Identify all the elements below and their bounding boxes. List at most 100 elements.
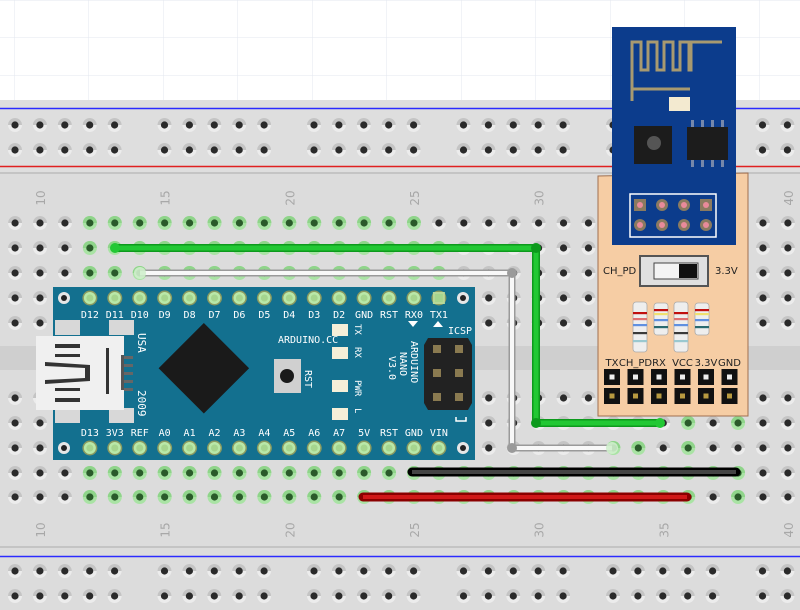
resistor [653, 302, 669, 336]
arduino-pin[interactable]: D11 [106, 290, 124, 322]
arduino-pin[interactable]: A0 [157, 428, 173, 456]
adapter-pin[interactable] [721, 369, 738, 404]
column-number: 30 [533, 190, 547, 205]
pin-label: D7 [208, 310, 220, 321]
status-led [332, 380, 348, 392]
switch-left-label: CH_PD [603, 266, 637, 277]
arduino-pin[interactable]: D3 [306, 290, 322, 322]
arduino-pin[interactable]: VIN [430, 428, 448, 456]
arduino-pin[interactable]: A4 [256, 428, 272, 456]
column-number: 20 [283, 522, 297, 537]
reset-button[interactable] [274, 359, 301, 393]
adapter-pin[interactable] [604, 369, 620, 404]
arduino-pin[interactable]: D6 [231, 290, 247, 322]
led-label: L [352, 408, 362, 413]
column-number: 15 [159, 190, 173, 205]
pin-label: RST [380, 310, 398, 321]
esp-header-pin [659, 222, 665, 228]
pin-label: D5 [258, 310, 270, 321]
arduino-pin[interactable]: D2 [331, 290, 347, 322]
arduino-pin[interactable]: D4 [281, 290, 297, 322]
arduino-pin[interactable]: A7 [331, 428, 347, 456]
adapter-pin-label: TX [605, 358, 619, 369]
arduino-pin[interactable]: TX1 [430, 290, 448, 322]
pin-label: TX1 [430, 310, 448, 321]
column-number: 10 [34, 190, 48, 205]
flash-chip [687, 127, 728, 160]
icsp-label: ICSP [448, 326, 472, 337]
column-number: 10 [34, 522, 48, 537]
column-number: 20 [283, 190, 297, 205]
arduino-pin[interactable]: A5 [281, 428, 297, 456]
arduino-pin[interactable]: RST [380, 428, 398, 456]
arduino-pin[interactable]: D5 [256, 290, 272, 322]
arduino-pin[interactable]: 5V [356, 428, 372, 456]
reset-label: RST [302, 370, 313, 388]
green-wire[interactable] [110, 243, 665, 428]
esp-header-pin [703, 202, 709, 208]
pin-label: A0 [159, 428, 171, 439]
pin-label: D2 [333, 310, 345, 321]
pin-label: D4 [283, 310, 295, 321]
arduino-pin[interactable]: D10 [131, 290, 149, 322]
column-number: 40 [782, 190, 796, 205]
arduino-pin[interactable]: GND [405, 428, 423, 456]
antenna-trace [630, 40, 722, 101]
arduino-pin[interactable]: GND [355, 290, 373, 322]
esp-header-pin [637, 222, 643, 228]
arduino-pin[interactable]: RST [380, 290, 398, 322]
adapter-pin-label: VCC [672, 358, 693, 369]
adapter-pin[interactable] [674, 369, 691, 404]
arduino-pin[interactable]: D7 [207, 290, 223, 322]
esp-header-pin [659, 202, 665, 208]
rx-arrow-icon [408, 321, 418, 327]
pin-label: A5 [283, 428, 295, 439]
pin-label: D13 [81, 428, 99, 439]
arduino-pin[interactable]: REF [131, 428, 149, 456]
arduino-pin[interactable]: D8 [182, 290, 198, 322]
adapter-pin-label: CH_PD [619, 358, 653, 369]
pin-label: D11 [106, 310, 124, 321]
arduino-pin[interactable]: A2 [207, 428, 223, 456]
model-line-2: NANO [397, 352, 408, 376]
adapter-pin-label: GND [718, 358, 741, 369]
tx-arrow-icon [433, 321, 443, 327]
arduino-pin[interactable]: D9 [157, 290, 173, 322]
resistor [694, 302, 710, 336]
pin-label: GND [405, 428, 423, 439]
arduino-pin[interactable]: RX0 [405, 290, 423, 322]
white-wire[interactable] [134, 267, 618, 454]
arduino-pin[interactable]: A6 [306, 428, 322, 456]
pin-label: A4 [258, 428, 270, 439]
pin-label: A2 [208, 428, 220, 439]
led-label: TX [352, 324, 362, 335]
pin-label: D10 [131, 310, 149, 321]
column-number: 40 [782, 522, 796, 537]
arduino-pin[interactable]: A1 [182, 428, 198, 456]
adapter-pin-label: RX [652, 358, 666, 369]
icsp-header[interactable] [424, 338, 472, 410]
status-led [332, 347, 348, 359]
esp-header-pin [637, 202, 643, 208]
resistor [632, 301, 648, 353]
column-number: 35 [657, 522, 671, 537]
ch-pd-switch[interactable] [639, 255, 709, 287]
pin-label: VIN [430, 428, 448, 439]
status-led [332, 324, 348, 336]
arduino-pin[interactable]: D13 [81, 428, 99, 456]
led-label: PWR [352, 380, 362, 397]
arduino-pin[interactable]: 3V3 [106, 428, 124, 456]
arduino-pin[interactable]: D12 [81, 290, 99, 322]
column-number: 25 [408, 522, 422, 537]
adapter-pin[interactable] [627, 369, 644, 404]
adapter-pin[interactable] [651, 369, 667, 404]
adapter-pin[interactable] [698, 369, 714, 404]
pin-label: RX0 [405, 310, 423, 321]
pin-label: RST [380, 428, 398, 439]
column-number: 25 [408, 190, 422, 205]
column-number: 30 [533, 522, 547, 537]
arduino-pin[interactable]: A3 [231, 428, 247, 456]
